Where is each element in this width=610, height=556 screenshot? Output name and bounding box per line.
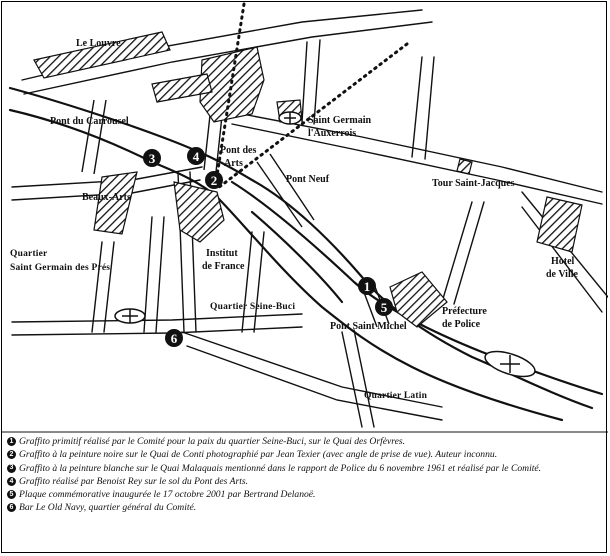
label-auxerrois: l'Auxerrois <box>308 128 356 139</box>
legend-marker-4: 4 <box>7 476 16 486</box>
label-hotel: Hotel <box>551 256 575 267</box>
svg-text:6: 6 <box>171 331 178 346</box>
legend: 1 Graffito primitif réalisé par le Comit… <box>7 436 605 516</box>
marker-6: 6 <box>165 329 183 347</box>
svg-text:1: 1 <box>364 279 371 294</box>
hotel-de-ville-building <box>536 196 583 253</box>
marker-4: 4 <box>187 147 205 165</box>
label-saint-germain: Saint Germain <box>308 115 371 126</box>
legend-marker-6: 6 <box>7 503 16 513</box>
beaux-arts-building <box>93 171 138 235</box>
label-pont-carrousel: Pont du Carrousel <box>50 116 129 127</box>
svg-text:3: 3 <box>149 151 156 166</box>
paris-map: Le Louvre Pont du Carrousel Saint Germai… <box>2 2 608 433</box>
tour-saint-jacques <box>456 158 473 175</box>
marker-1: 1 <box>358 277 376 295</box>
legend-text-1: Graffito primitif réalisé par le Comité … <box>19 436 406 447</box>
label-de-police: de Police <box>442 319 481 330</box>
label-louvre: Le Louvre <box>76 38 121 49</box>
church-icons <box>114 111 536 378</box>
svg-text:2: 2 <box>211 173 218 188</box>
label-quartier-seine-buci: Quartier Seine-Buci <box>210 302 295 312</box>
svg-text:4: 4 <box>193 149 200 164</box>
label-quartier-latin: Quartier Latin <box>364 391 428 401</box>
louvre-wing <box>199 46 265 123</box>
label-beaux-arts: Beaux-Arts <box>82 192 131 203</box>
institut-building <box>173 181 225 243</box>
louvre-building <box>33 31 171 79</box>
legend-item: 1 Graffito primitif réalisé par le Comit… <box>7 436 605 448</box>
legend-item: 6 Bar Le Old Navy, quartier général du C… <box>7 502 605 514</box>
legend-marker-1: 1 <box>7 437 16 446</box>
bridges <box>81 96 390 328</box>
label-de-ville: de Ville <box>546 269 579 280</box>
label-de-france: de France <box>202 261 245 272</box>
label-prefecture: Préfecture <box>442 306 487 317</box>
legend-item: 5 Plaque commémorative inaugurée le 17 o… <box>7 489 605 501</box>
marker-2: 2 <box>205 171 223 189</box>
louvre-court <box>151 73 213 103</box>
label-pont-neuf: Pont Neuf <box>286 174 330 185</box>
buildings <box>33 31 583 328</box>
legend-item: 4 Graffito réalisé par Benoist Rey sur l… <box>7 476 605 488</box>
legend-marker-3: 3 <box>7 463 16 473</box>
label-pont-saint-michel: Pont Saint Michel <box>330 321 407 332</box>
label-quartier-sgdp: Quartier <box>10 249 48 259</box>
svg-text:5: 5 <box>381 300 388 315</box>
map-labels: Le Louvre Pont du Carrousel Saint Germai… <box>10 38 579 401</box>
label-arts: Arts <box>224 158 243 169</box>
sight-lines <box>214 2 409 190</box>
label-pont-des: Pont des <box>220 145 257 156</box>
legend-text-3: Graffito à la peinture blanche sur le Qu… <box>19 462 542 474</box>
prefecture-building <box>389 271 448 328</box>
legend-text-2: Graffito à la peinture noire sur le Quai… <box>19 449 498 461</box>
legend-item: 3 Graffito à la peinture blanche sur le … <box>7 463 605 475</box>
legend-item: 2 Graffito à la peinture noire sur le Qu… <box>7 449 605 461</box>
legend-marker-2: 2 <box>7 450 16 460</box>
label-tour-saint-jacques: Tour Saint-Jacques <box>432 178 515 189</box>
legend-marker-5: 5 <box>7 490 16 500</box>
marker-3: 3 <box>143 149 161 167</box>
legend-text-4: Graffito réalisé par Benoist Rey sur le … <box>19 475 248 487</box>
legend-text-6: Bar Le Old Navy, quartier général du Com… <box>19 502 197 514</box>
marker-5: 5 <box>375 298 393 316</box>
label-saint-germain-des-pres: Saint Germain des Prés <box>10 263 110 273</box>
label-institut: Institut <box>206 248 238 259</box>
legend-text-5: Plaque commémorative inaugurée le 17 oct… <box>19 489 316 501</box>
